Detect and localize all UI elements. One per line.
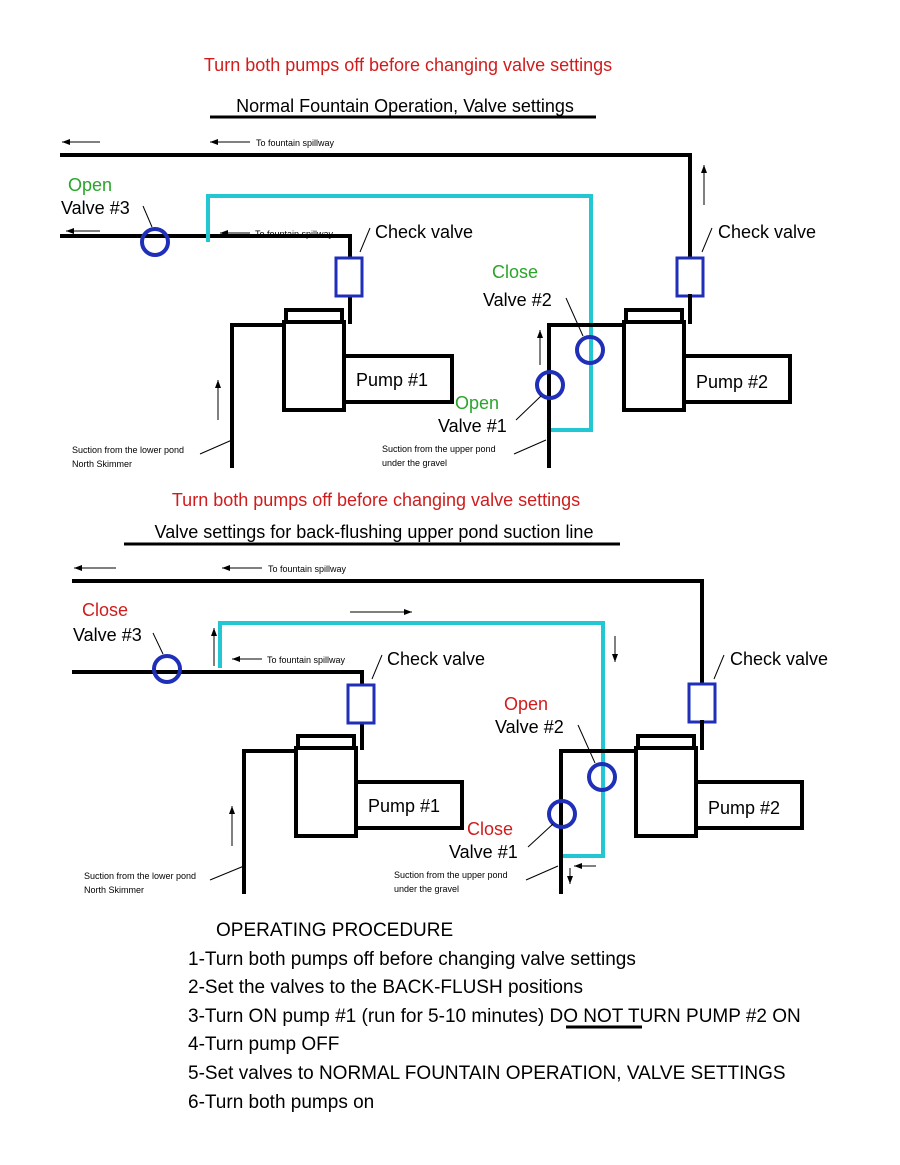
procedure-step-2: 2-Set the valves to the BACK-FLUSH posit… [188,977,583,998]
valve-3-b [152,654,182,684]
warning-top: Turn both pumps off before changing valv… [204,55,612,75]
valve3-label: Valve #3 [61,198,130,218]
check-valve-label-2-b: Check valve [730,649,828,669]
valve2-state: Close [492,262,538,282]
leader-line [371,654,383,680]
check-valve-1 [334,256,364,298]
pump1-body [342,354,454,404]
valve-2-b [587,762,617,792]
leader-line [513,439,547,455]
leader-line [152,632,164,655]
valve2-label-2: Valve #2 [495,717,564,737]
diagram-back-flush: Turn both pumps off before changing valv… [72,490,828,895]
leader-line [565,297,584,337]
suction-upper-label: Suction from the upper pond [382,444,496,454]
valve2-label: Valve #2 [483,290,552,310]
valve3-state: Open [68,175,112,195]
valve2-state-2: Open [504,694,548,714]
valve1-label: Valve #1 [438,416,507,436]
valve-1 [535,370,565,400]
pump2-label-2: Pump #2 [708,798,780,818]
check-valve-label-1: Check valve [375,222,473,242]
spillway-label-top-2: To fountain spillway [268,564,347,574]
check-valve-1-b [346,683,376,725]
leader-line [209,865,245,881]
pump2-motor [622,320,686,412]
valve3-state-2: Close [82,600,128,620]
step3-part-a: 3-Turn ON pump #1 (run for 5-10 minutes) [188,1006,550,1027]
check-valve-label-1-b: Check valve [387,649,485,669]
procedure-step-5: 5-Set valves to NORMAL FOUNTAIN OPERATIO… [188,1063,786,1084]
diagram1-title: Normal Fountain Operation, Valve setting… [236,96,574,116]
valve1-state-2: Close [467,819,513,839]
pump1-body-2 [354,780,464,830]
spillway-label-mid: To fountain spillway [255,229,334,239]
leader-line [525,865,559,881]
operating-procedure: OPERATING PROCEDURE 1-Turn both pumps of… [188,920,801,1113]
suction-pipe-upper-2 [559,749,638,894]
return-pipe-top-2 [72,579,704,688]
return-pipe-top [60,153,692,262]
suction-lower-label-2: Suction from the lower pond [84,871,196,881]
suction-pipe-lower-2 [242,749,300,894]
leader-line [527,823,554,848]
valve1-state: Open [455,393,499,413]
pump2-body [682,354,792,404]
valve1-label-2: Valve #1 [449,842,518,862]
leader-line [515,395,542,421]
pump1-label: Pump #1 [356,370,428,390]
suction-lower-sub: North Skimmer [72,459,132,469]
bypass-pipe [206,194,593,432]
procedure-step-4: 4-Turn pump OFF [188,1034,339,1055]
leader-line [701,227,713,253]
pump2-label: Pump #2 [696,372,768,392]
check-valve-2 [675,256,705,298]
pump1-label-2: Pump #1 [368,796,440,816]
leader-line [142,205,153,228]
pump2-motor-2 [634,746,698,838]
suction-pipe-upper [547,323,626,468]
step3-emphasis: DO NOT [550,1006,624,1027]
bypass-pipe-2 [218,621,605,858]
leader-line [199,439,233,455]
valve3-label-2: Valve #3 [73,625,142,645]
check-valve-2-b [687,682,717,724]
procedure-step-1: 1-Turn both pumps off before changing va… [188,949,636,970]
spillway-label-top: To fountain spillway [256,138,335,148]
suction-lower-label: Suction from the lower pond [72,445,184,455]
suction-upper-sub-2: under the gravel [394,884,459,894]
leader-line [359,227,371,253]
procedure-step-3: 3-Turn ON pump #1 (run for 5-10 minutes)… [188,1006,801,1027]
procedure-heading: OPERATING PROCEDURE [216,920,453,941]
pump2-body-2 [694,780,804,830]
diagram-normal-operation: Turn both pumps off before changing valv… [60,55,816,469]
procedure-step-6: 6-Turn both pumps on [188,1092,374,1113]
suction-pipe-lower [230,323,288,468]
pump1-motor-2 [294,746,358,838]
step3-part-c: TURN PUMP #2 ON [623,1006,801,1027]
leader-line [713,654,725,680]
valve-1-b [547,799,577,829]
spillway-label-mid-2: To fountain spillway [267,655,346,665]
suction-lower-sub-2: North Skimmer [84,885,144,895]
leader-line [577,724,596,764]
valve-2 [575,335,605,365]
suction-upper-sub: under the gravel [382,458,447,468]
warning-middle: Turn both pumps off before changing valv… [172,490,580,510]
pump1-motor [282,320,346,412]
suction-upper-label-2: Suction from the upper pond [394,870,508,880]
diagram2-title: Valve settings for back-flushing upper p… [155,522,594,542]
valve-3 [140,227,170,257]
check-valve-label-2: Check valve [718,222,816,242]
